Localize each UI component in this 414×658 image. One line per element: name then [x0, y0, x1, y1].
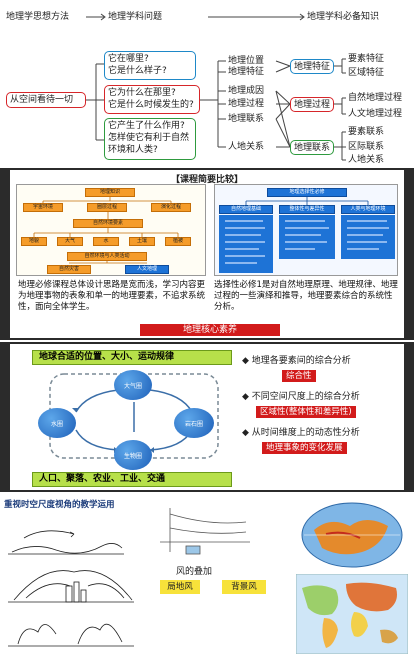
comprehensive-analysis-slide: 地球合适的位置、大小、运动规律 大气圈 水圈 岩石圈 生物圈 人口、聚落、农业、…	[0, 342, 414, 492]
point-element-analysis: ◆ 地理各要素间的综合分析	[242, 356, 351, 366]
course-comparison-header: 【课程简要比较】	[170, 175, 243, 185]
mid-item-feature: 地理特征	[228, 67, 265, 77]
tag-comprehensiveness: 综合性	[282, 370, 316, 382]
link-item-element: 要素联系	[348, 127, 385, 137]
elective-node-integrity: 整体性与差异性	[279, 205, 335, 214]
elective-node-basis: 自然地理基础	[219, 205, 273, 214]
mid-item-process: 地理过程	[228, 99, 265, 109]
lithosphere-sphere: 岩石圈	[174, 408, 214, 438]
feature-box: 地理特征	[290, 59, 334, 74]
mid-item-human-land: 人地关系	[228, 142, 265, 152]
process-item-natural: 自然地理过程	[348, 93, 403, 103]
thinking-framework-panel: 地理学思想方法 地理学科问题 地理学科必备知识 从空间看待一切 它在哪里? 它是…	[0, 0, 414, 166]
world-climate-map	[296, 574, 408, 654]
question-box-effect: 它产生了什么作用? 怎样使它有利于自然 环境和人类?	[104, 118, 196, 160]
background-wind-tag: 背景风	[222, 580, 266, 594]
point-element-analysis-text: 地理各要素间的综合分析	[251, 356, 351, 366]
link-item-human-land: 人地关系	[348, 155, 385, 165]
elective-course-chart: 地理选择性必修 自然地理基础 整体性与差异性 人类与地理环境	[214, 184, 398, 276]
global-circulation-globe	[301, 502, 403, 568]
col-title-knowledge: 地理学科必备知识	[307, 12, 380, 22]
elective-node-human: 人类与地理环境	[341, 205, 395, 214]
question-effect: 它产生了什么作用?	[108, 121, 185, 131]
point-time-analysis: ◆ 从时间维度上的动态性分析	[242, 428, 360, 438]
chart-node-sphere: 圈层过程	[87, 203, 127, 212]
framework-connectors	[86, 13, 346, 161]
question-box-where: 它在哪里? 它是什么样子?	[104, 51, 196, 80]
question-box-why: 它为什么在那里? 它是什么时候发生的?	[104, 85, 200, 114]
process-box: 地理过程	[290, 97, 334, 112]
mid-item-link: 地理联系	[228, 114, 265, 124]
elective-detail-lines	[225, 196, 389, 264]
point-scale-analysis-text: 不同空间尺度上的综合分析	[251, 392, 360, 402]
chart-node-atmosphere: 大气	[57, 237, 83, 246]
elective-col-human-detail	[341, 215, 395, 259]
col-title-thinking: 地理学思想方法	[6, 12, 70, 22]
question-why-there: 它为什么在那里?	[108, 88, 176, 98]
scale-teaching-title: 重视时空尺度视角的教学运用	[4, 500, 115, 510]
chart-node-soil: 土壤	[129, 237, 155, 246]
circulation-sketches	[8, 530, 134, 647]
mid-item-location: 地理位置	[228, 56, 265, 66]
process-item-human: 人文地理过程	[348, 109, 403, 119]
atmosphere-sphere: 大气圈	[114, 370, 152, 400]
local-wind-tag: 局地风	[160, 580, 200, 594]
point-time-analysis-text: 从时间维度上的动态性分析	[251, 428, 360, 438]
biosphere-sphere: 生物圈	[114, 440, 152, 470]
link-box: 地理联系	[290, 140, 334, 155]
link-item-interregional: 区际联系	[348, 142, 385, 152]
question-benefit-2: 环境和人类?	[108, 145, 158, 155]
chart-node-cosmos: 宇宙环境	[23, 203, 63, 212]
chart-node-vegetation: 植被	[165, 237, 191, 246]
feature-item-element: 要素特征	[348, 54, 385, 64]
elective-col-integrity-detail	[279, 215, 335, 259]
hydrosphere-sphere: 水圈	[38, 408, 76, 438]
core-literacy-tag: 地理核心素养	[140, 324, 280, 336]
wind-profile-sketch	[160, 508, 250, 555]
root-box: 从空间看待一切	[6, 92, 86, 108]
required-chart-links	[33, 196, 179, 264]
chart-node-human-geo: 人文地理	[125, 265, 169, 274]
human-activities-bar: 人口、聚落、农业、工业、交通	[32, 472, 232, 487]
feature-item-region: 区域特征	[348, 68, 385, 78]
mid-item-cause: 地理成因	[228, 86, 265, 96]
question-benefit: 怎样使它有利于自然	[108, 133, 190, 143]
required-course-chart: 地理知识 宇宙环境 圈层过程 演化过程 自然环境要素 地貌 大气 水 土壤 植被…	[16, 184, 206, 276]
tag-change-development: 地理事象的变化发展	[262, 442, 347, 454]
required-course-summary: 地理必修课程总体设计思路是宽而浅，学习内容更为地理事物的表象和单一的地理要素，不…	[18, 280, 206, 312]
question-where: 它在哪里?	[108, 54, 149, 64]
earth-conditions-bar: 地球合适的位置、大小、运动规律	[32, 350, 232, 365]
col-title-questions: 地理学科问题	[108, 12, 163, 22]
chart-node-disaster: 自然灾害	[47, 265, 91, 274]
question-when: 它是什么时候发生的?	[108, 100, 194, 110]
question-what-like: 它是什么样子?	[108, 66, 167, 76]
point-scale-analysis: ◆ 不同空间尺度上的综合分析	[242, 392, 360, 402]
chart-node-evolution: 演化过程	[151, 203, 191, 212]
spatiotemporal-scale-slide: 重视时空尺度视角的教学运用 风的叠加 局地风 背景风	[0, 494, 414, 658]
wind-superposition-label: 风的叠加	[176, 567, 213, 577]
course-comparison-slide: 【课程简要比较】 地理知识 宇宙环境 圈层过程 演化过程 自然环境要素 地貌 大…	[0, 168, 414, 340]
chart-node-water: 水	[93, 237, 119, 246]
chart-node-landform: 地貌	[21, 237, 47, 246]
elective-course-summary: 选择性必修1是对自然地理原理、地理规律、地理过程的一些演绎和推导，地理要素综合的…	[214, 280, 398, 312]
tag-regionality: 区域性(整体性和差异性)	[256, 406, 356, 418]
